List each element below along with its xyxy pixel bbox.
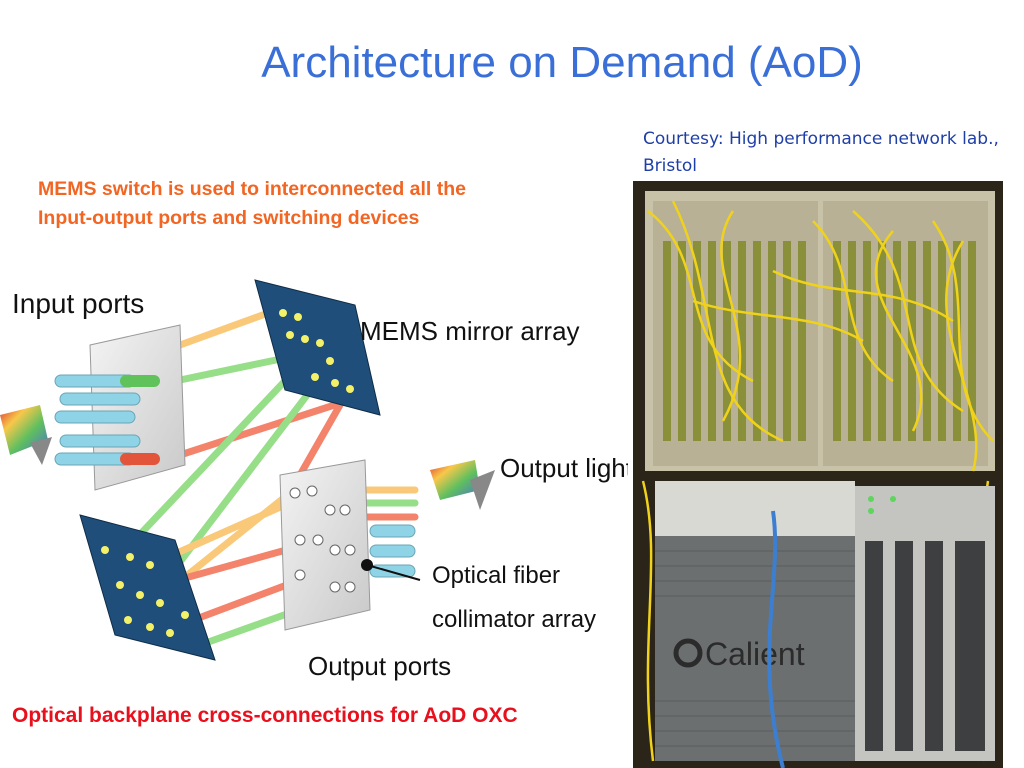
- mems-description-line-1: MEMS switch is used to interconnected al…: [38, 178, 466, 200]
- slide-title: Architecture on Demand (AoD): [261, 38, 863, 87]
- input-port-panel: [54, 324, 186, 491]
- mems-description-line-2: Input-output ports and switching devices: [38, 207, 420, 229]
- input-light-arrow: [0, 405, 52, 465]
- output-port-panel: [279, 459, 421, 631]
- mems-description: MEMS switch is used to interconnected al…: [38, 175, 618, 233]
- output-ports-label: Output ports: [308, 651, 451, 681]
- courtesy-note: Courtesy: High performance network lab.,…: [643, 129, 999, 176]
- oxc-rack-photo: Calient: [633, 181, 1003, 768]
- collimator-array-label: collimator array: [432, 606, 596, 633]
- output-light-label: Output light: [500, 453, 628, 483]
- mems-switch-diagram: Input ports MEMS mirror array: [0, 279, 628, 681]
- output-light-arrow: [430, 460, 495, 510]
- slide-caption: Optical backplane cross-connections for …: [12, 704, 518, 727]
- mems-mirror-array-bottom: [79, 514, 216, 661]
- input-ports-label: Input ports: [12, 288, 144, 319]
- calient-logo: Calient: [705, 636, 805, 672]
- ethernet-cable: [767, 510, 785, 768]
- mems-mirror-array-top: [254, 279, 381, 416]
- mems-mirror-array-label: MEMS mirror array: [360, 316, 580, 346]
- switch-chassis: Calient: [655, 481, 995, 761]
- optical-fiber-label: Optical fiber: [432, 562, 560, 589]
